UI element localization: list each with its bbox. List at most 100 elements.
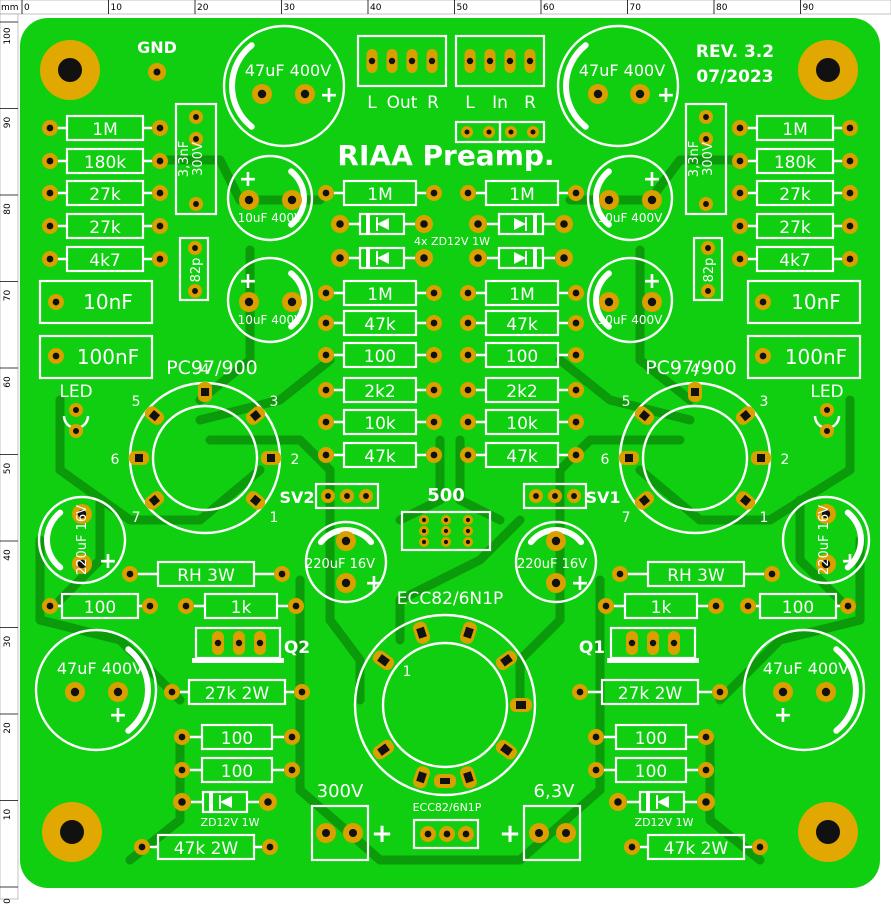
- tube-pin1-label: 1: [403, 664, 412, 680]
- resistor-right-3: 27k: [732, 212, 858, 240]
- pcb-board: [20, 18, 880, 888]
- pc97-pin-label: 5: [622, 394, 631, 410]
- board-title: RIAA Preamp.: [337, 139, 554, 172]
- mount-hole-bottom-left: [42, 802, 102, 862]
- resistor-27k2w-right: 27k 2W: [572, 678, 728, 706]
- resistor-100-low-right-0-value: 100: [635, 729, 667, 749]
- tube-key: [434, 774, 456, 788]
- resistor-rh-right-value: RH 3W: [667, 566, 725, 586]
- resistor-center-left-0: 1M: [318, 179, 442, 207]
- mounting-holes: [40, 40, 858, 862]
- resistor-right-0-value: 1M: [782, 120, 807, 140]
- pc97-pin-label: 2: [781, 452, 790, 468]
- ruler-tick-label: 90: [803, 3, 815, 13]
- board-date: 07/2023: [696, 67, 773, 87]
- pc97-pin-label: 4: [201, 362, 210, 378]
- pot-label: 500: [427, 485, 465, 506]
- resistor-center-right-1-value: 1M: [509, 285, 534, 305]
- tube-pin: [459, 766, 477, 789]
- sv2-label: SV2: [279, 488, 314, 507]
- led-left-label: LED: [59, 382, 92, 402]
- resistor-left-3: 27k: [42, 212, 168, 240]
- elko-10u-left-top: +10uF 400V: [226, 154, 314, 242]
- ruler-tick-label: 60: [543, 3, 555, 13]
- hv-connector: 300V +: [310, 781, 393, 862]
- tube-pin: [372, 650, 395, 671]
- elko-47u-top-right-value: 47uF 400V: [579, 61, 665, 80]
- transistor-q2: Q2: [192, 626, 310, 663]
- pc97-pin-label: 1: [269, 510, 278, 526]
- elko-220u-center-left-value: 220uF 16V: [305, 557, 375, 572]
- resistor-100-right-value: 100: [782, 598, 814, 618]
- pc97-pin-label: 4: [691, 362, 700, 378]
- resistor-center-right-2-value: 47k: [506, 315, 538, 335]
- ruler-tick-label: 80: [716, 3, 728, 13]
- cap-82p-left-value: 82p: [189, 258, 204, 283]
- elko-10u-left-bottom: +10uF 400V: [226, 256, 314, 344]
- heater-connector: 6,3V +: [499, 781, 582, 862]
- ruler-tick-label: 10: [111, 3, 123, 13]
- resistor-center-left-0-value: 1M: [367, 185, 392, 205]
- elko-220u-center-left: +220uF 16V: [304, 520, 388, 604]
- tube-label: ECC82/6N1P: [397, 589, 503, 609]
- resistor-right-3-value: 27k: [779, 218, 811, 238]
- zener-low-right: [609, 790, 715, 814]
- resistor-center-right-4-value: 2k2: [506, 382, 537, 402]
- tube-small-label: ECC82/6N1P: [413, 801, 482, 814]
- elko-47u-bottom-right-value: 47uF 400V: [763, 659, 849, 678]
- resistor-center-left-5: 10k: [318, 408, 442, 436]
- in-label: In: [492, 93, 508, 113]
- zener-low-left-label: ZD12V 1W: [201, 816, 260, 829]
- resistor-47k2w-right-value: 47k 2W: [664, 839, 729, 859]
- sv1-connector: SV1: [522, 482, 621, 510]
- gnd-label: GND: [137, 38, 177, 57]
- zener-low-left: [173, 790, 277, 814]
- elko-220u-right-plus: +: [841, 549, 859, 574]
- pc97-pin: [245, 406, 266, 425]
- ruler-tick-label: 100: [3, 27, 13, 44]
- cap-100nf-right: 100nF: [746, 334, 862, 380]
- elko-220u-center-right-value: 220uF 16V: [517, 557, 587, 572]
- resistor-27k2w-right-value: 27k 2W: [618, 684, 683, 704]
- ruler-tick-label: 20: [197, 3, 209, 13]
- resistor-center-right-5-value: 10k: [506, 414, 538, 434]
- zener-note: 4x ZD12V 1W: [414, 235, 490, 248]
- elko-220u-center-left-plus: +: [365, 571, 383, 596]
- pc97-pin: [735, 406, 756, 425]
- mount-hole-bottom-right: [798, 802, 858, 862]
- elko-47u-bottom-left: +47uF 400V: [34, 628, 158, 752]
- cap-82p-left: 82p: [178, 236, 210, 302]
- resistor-center-right-1: 1M: [460, 279, 584, 307]
- elko-10u-right-top: +10uF 400V: [586, 154, 674, 242]
- resistor-center-left-6-value: 47k: [364, 447, 396, 467]
- hv-label: 300V: [317, 781, 364, 802]
- elko-10u-right-top-value: 10uF 400V: [598, 211, 663, 225]
- ruler-tick-label: 70: [630, 3, 642, 13]
- resistor-1k-right: 1k: [598, 592, 724, 620]
- resistor-100-right: 100: [740, 592, 856, 620]
- out-r-label: R: [427, 93, 439, 113]
- mount-hole-top-right: [798, 40, 858, 100]
- resistor-center-left-4: 2k2: [318, 376, 442, 404]
- elko-47u-bottom-right: +47uF 400V: [742, 628, 866, 752]
- electrolytic-capacitors: +47uF 400V+47uF 400V+10uF 400V+10uF 400V…: [34, 24, 871, 752]
- ruler-tick-label: 50: [457, 3, 469, 13]
- resistor-right-2-value: 27k: [779, 185, 811, 205]
- pc97-pin: [735, 491, 756, 510]
- resistor-100-low-right-1: 100: [588, 756, 714, 784]
- pc97-pin-label: 2: [291, 452, 300, 468]
- in-l-label: L: [465, 93, 475, 113]
- elko-47u-top-right-plus: +: [657, 83, 675, 108]
- resistor-right-1-value: 180k: [774, 153, 816, 173]
- cap-10nf-left-value: 10nF: [83, 290, 133, 314]
- resistor-center-left-2-value: 47k: [364, 315, 396, 335]
- pc97-pin-label: 7: [622, 510, 631, 526]
- resistor-47k2w-right: 47k 2W: [624, 833, 768, 861]
- resistor-100-left-value: 100: [84, 598, 116, 618]
- resistor-rh-right: RH 3W: [612, 560, 780, 588]
